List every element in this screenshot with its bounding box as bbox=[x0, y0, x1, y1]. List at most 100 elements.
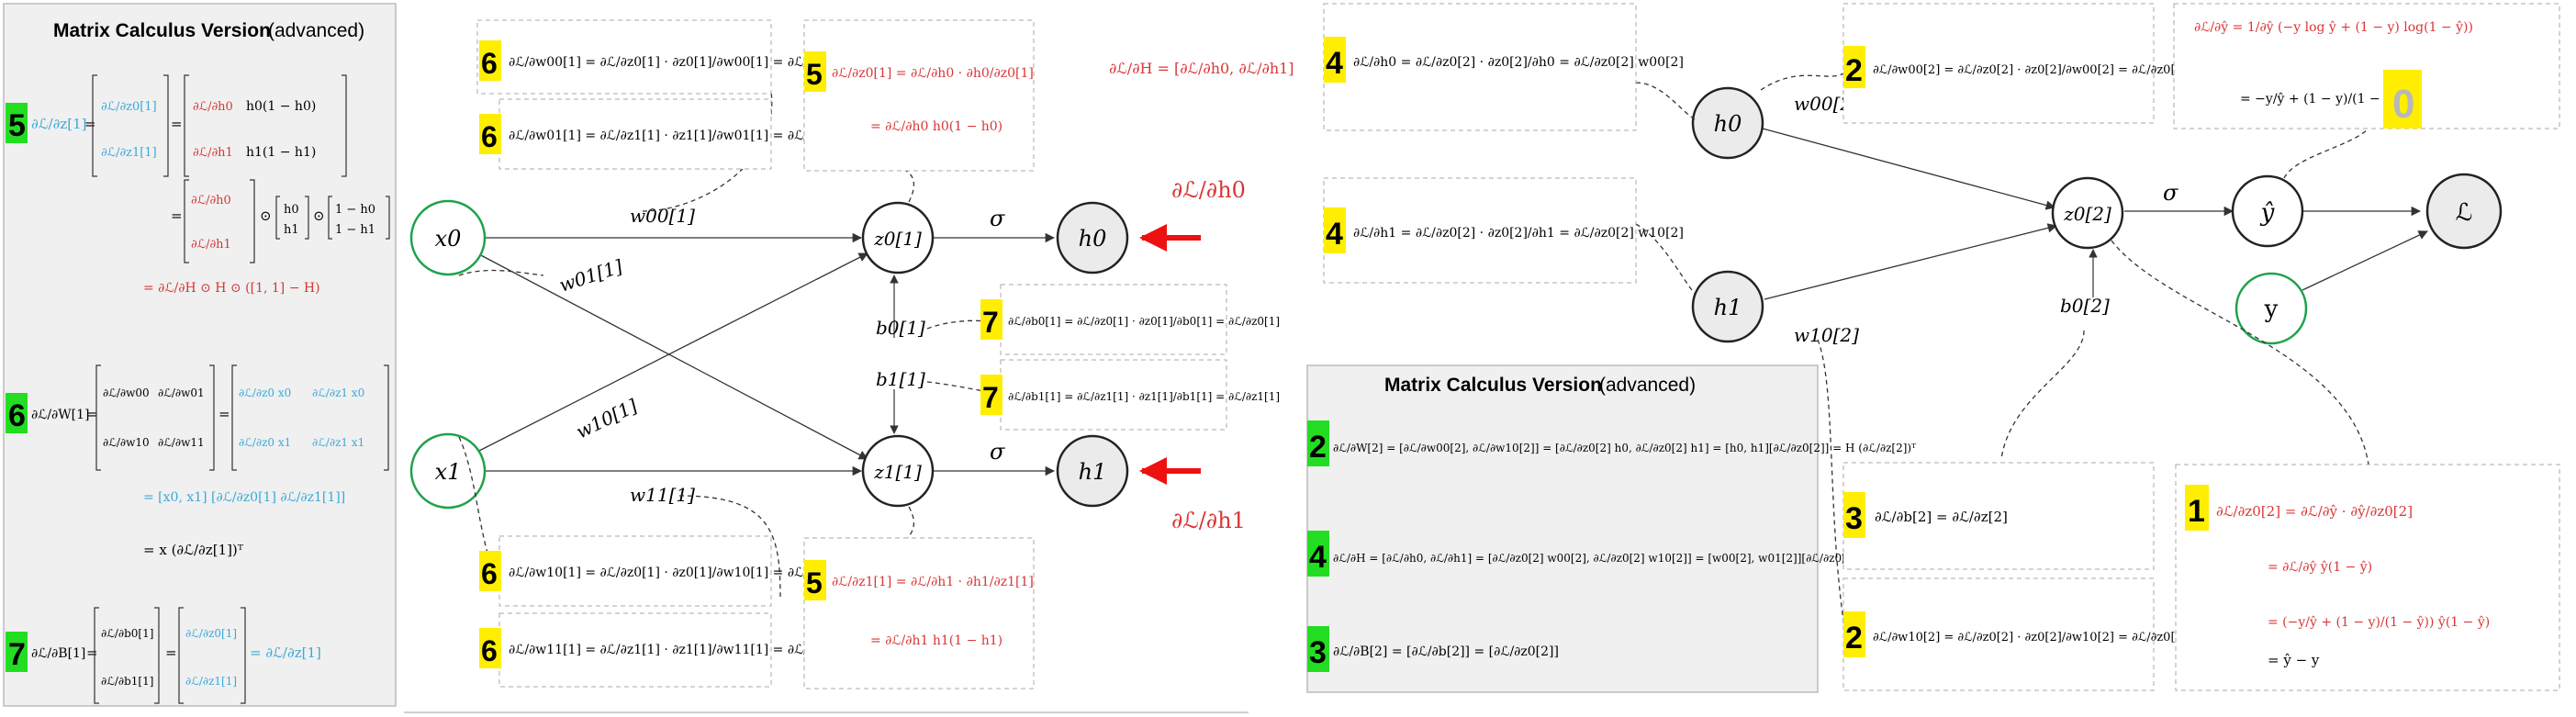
network-layer-1: ∂ℒ/∂h0 ∂ℒ/∂h1 ∂ℒ/∂H = [∂ℒ/∂h0, ∂ℒ/∂h1] x… bbox=[409, 19, 1294, 689]
box-w01-1: 6 ∂ℒ/∂w01[1] = ∂ℒ/∂z1[1] · ∂z1[1]/∂w01[1… bbox=[479, 98, 868, 170]
eq5-eq2: = bbox=[171, 116, 183, 132]
edge-h1-z2 bbox=[1764, 223, 2058, 300]
badge-0-yhat bbox=[2383, 70, 2422, 129]
box-z2-frame bbox=[2175, 464, 2560, 691]
badge-6-w01 bbox=[479, 114, 501, 154]
box-w00-1-text: ∂ℒ/∂w00[1] = ∂ℒ/∂z0[1] · ∂z0[1]/∂w00[1] … bbox=[509, 55, 868, 70]
box-z2-text-b: = ∂ℒ/∂ŷ ŷ(1 − ŷ) bbox=[2268, 559, 2372, 575]
box-z0-1-text-a: ∂ℒ/∂z0[1] = ∂ℒ/∂h0 · ∂h0/∂z0[1] bbox=[832, 66, 1034, 81]
badge-4-matrix-text: 4 bbox=[1309, 540, 1327, 575]
edge-x1-z0 bbox=[476, 252, 868, 453]
eq5-had-0: ∂ℒ/∂h0 bbox=[191, 194, 231, 207]
dash-b1-box bbox=[926, 381, 985, 392]
eq5-om-0: 1 − h0 bbox=[335, 203, 375, 217]
badge-4-h1-text: 4 bbox=[1326, 217, 1343, 252]
sigma-2: σ bbox=[2163, 180, 2178, 206]
eq5-r1-b: h0(1 − h0) bbox=[246, 99, 316, 114]
node-x1 bbox=[409, 432, 487, 510]
eq5-odot2: ⊙ bbox=[313, 207, 325, 224]
box-w10-2: 2 ∂ℒ/∂w10[2] = ∂ℒ/∂z0[2] · ∂z0[2]/∂w10[2… bbox=[1842, 577, 2207, 691]
node-z2 bbox=[2051, 176, 2124, 250]
node-h1-2-label: h1 bbox=[1714, 295, 1742, 320]
box-z1-1: 5 ∂ℒ/∂z1[1] = ∂ℒ/∂h1 · ∂h1/∂z1[1] = ∂ℒ/∂… bbox=[803, 537, 1035, 689]
badge-6-w10-text: 6 bbox=[481, 557, 498, 590]
grad-H-vector: ∂ℒ/∂H = [∂ℒ/∂h0, ∂ℒ/∂h1] bbox=[1109, 60, 1294, 77]
box-w00-1-frame bbox=[476, 19, 772, 95]
dash-w11-box bbox=[678, 495, 781, 598]
badge-2-w10-text: 2 bbox=[1845, 621, 1863, 655]
eq7-col-1: ∂ℒ/∂b1[1] bbox=[101, 675, 153, 688]
edge-x0-z1 bbox=[476, 252, 868, 460]
box-z0-1: 5 ∂ℒ/∂z0[1] = ∂ℒ/∂h0 · ∂h0/∂z0[1] = ∂ℒ/∂… bbox=[803, 19, 1035, 172]
eq6-lhs: ∂ℒ/∂W[1] bbox=[31, 408, 90, 422]
weight-w01-1: w01[1] bbox=[556, 255, 625, 297]
box-w00-2-text: ∂ℒ/∂w00[2] = ∂ℒ/∂z0[2] · ∂z0[2]/∂w00[2] … bbox=[1873, 63, 2207, 77]
box-w10-1-frame bbox=[498, 535, 772, 607]
dash-x0-box bbox=[458, 269, 544, 276]
right-panel-title: Matrix Calculus Version bbox=[1384, 375, 1602, 396]
box-w10-2-frame bbox=[1842, 577, 2155, 691]
box-yhat: ∂ℒ/∂ŷ = 1/∂ŷ (−y log ŷ + (1 − y) log(1 −… bbox=[2173, 3, 2560, 129]
eq5-om-brackets bbox=[328, 196, 390, 240]
eq6-m-00: ∂ℒ/∂w00 bbox=[103, 387, 150, 399]
right-eq4: ∂ℒ/∂H = [∂ℒ/∂h0, ∂ℒ/∂h1] = [∂ℒ/∂z0[2] w0… bbox=[1333, 552, 1953, 565]
eq5-r1-a: ∂ℒ/∂h0 bbox=[193, 100, 233, 114]
badge-7-b1-text: 7 bbox=[982, 381, 999, 414]
eq7-eq: = bbox=[86, 644, 98, 661]
eq7-col-0: ∂ℒ/∂b0[1] bbox=[101, 627, 153, 640]
eq5-eq3: = bbox=[171, 207, 183, 224]
eq5-final: = ∂ℒ/∂H ⊙ H ⊙ ([1, 1] − H) bbox=[143, 281, 320, 296]
badge-6-w11-text: 6 bbox=[481, 634, 498, 667]
box-h0-2-frame bbox=[1323, 3, 1637, 131]
badge-4-h0-text: 4 bbox=[1326, 46, 1343, 81]
badge-4-matrix bbox=[1307, 531, 1329, 577]
eq7-final: = ∂ℒ/∂z[1] bbox=[250, 644, 321, 661]
weight-w10-1: w10[1] bbox=[573, 395, 641, 443]
badge-6-green bbox=[6, 393, 28, 433]
box-w10-1-text: ∂ℒ/∂w10[1] = ∂ℒ/∂z0[1] · ∂z0[1]/∂w10[1] … bbox=[509, 566, 868, 580]
box-z2-text-c: = (−y/ŷ + (1 − y)/(1 − ŷ)) ŷ(1 − ŷ) bbox=[2268, 614, 2490, 630]
eq6-eq: = bbox=[86, 406, 98, 422]
box-z0-1-frame bbox=[803, 19, 1035, 172]
weight-w11-1: w11[1] bbox=[630, 484, 695, 506]
left-panel-bg bbox=[3, 3, 397, 707]
badge-5-text: 5 bbox=[8, 108, 26, 143]
badge-2-w10 bbox=[1843, 611, 1865, 657]
box-w00-2-frame bbox=[1842, 3, 2155, 124]
box-z2-text-d: = ŷ − y bbox=[2268, 652, 2320, 668]
eq7-eq2: = bbox=[165, 644, 177, 661]
box-h0-2-text: ∂ℒ/∂h0 = ∂ℒ/∂z0[2] · ∂z0[2]/∂h0 = ∂ℒ/∂z0… bbox=[1353, 55, 1684, 70]
node-z1-1-label: z1[1] bbox=[873, 461, 922, 483]
node-yhat bbox=[2231, 174, 2304, 248]
badge-5-z0 bbox=[804, 51, 826, 92]
badge-5-z0-text: 5 bbox=[806, 58, 823, 91]
eq7-col-brackets bbox=[94, 607, 160, 704]
badge-4-h1 bbox=[1324, 207, 1346, 253]
edge-y-L bbox=[2302, 230, 2428, 291]
badge-2-matrix-text: 2 bbox=[1309, 430, 1327, 465]
bias-b2: b0[2] bbox=[2060, 295, 2110, 317]
badge-2-w00 bbox=[1843, 46, 1865, 88]
dash-z0-box bbox=[903, 169, 915, 203]
weight-w00-1: w00[1] bbox=[630, 205, 695, 227]
eq6-eq2: = bbox=[218, 406, 230, 422]
box-yhat-text-a: ∂ℒ/∂ŷ = 1/∂ŷ (−y log ŷ + (1 − y) log(1 −… bbox=[2194, 19, 2473, 35]
dash-z2-box bbox=[2111, 240, 2369, 465]
badge-7-green bbox=[6, 632, 28, 672]
box-h1-2-text: ∂ℒ/∂h1 = ∂ℒ/∂z0[2] · ∂z0[2]/∂h1 = ∂ℒ/∂z0… bbox=[1353, 226, 1684, 241]
box-b0-1: 7 ∂ℒ/∂b0[1] = ∂ℒ/∂z0[1] · ∂z0[1]/∂b0[1] … bbox=[980, 284, 1280, 355]
badge-7-b0 bbox=[980, 299, 1002, 340]
badge-3-matrix bbox=[1307, 626, 1329, 672]
node-h1-1-label: h1 bbox=[1079, 459, 1107, 485]
dash-w10-2-box bbox=[1817, 339, 1846, 634]
box-h1-2: 4 ∂ℒ/∂h1 = ∂ℒ/∂z0[2] · ∂z0[2]/∂h1 = ∂ℒ/∂… bbox=[1323, 177, 1684, 284]
eq5-r2-a: ∂ℒ/∂h1 bbox=[193, 146, 233, 160]
badge-0-yhat-text: 0 bbox=[2392, 82, 2414, 127]
box-w00-1: 6 ∂ℒ/∂w00[1] = ∂ℒ/∂z0[1] · ∂z0[1]/∂w00[1… bbox=[476, 19, 868, 95]
badge-6-w00-text: 6 bbox=[481, 47, 498, 80]
bias-b1-1: b1[1] bbox=[876, 368, 925, 390]
eq5-eq: = bbox=[84, 116, 96, 132]
dash-b0-box bbox=[926, 319, 985, 330]
node-loss bbox=[2425, 173, 2503, 250]
node-z0-1 bbox=[861, 201, 935, 274]
